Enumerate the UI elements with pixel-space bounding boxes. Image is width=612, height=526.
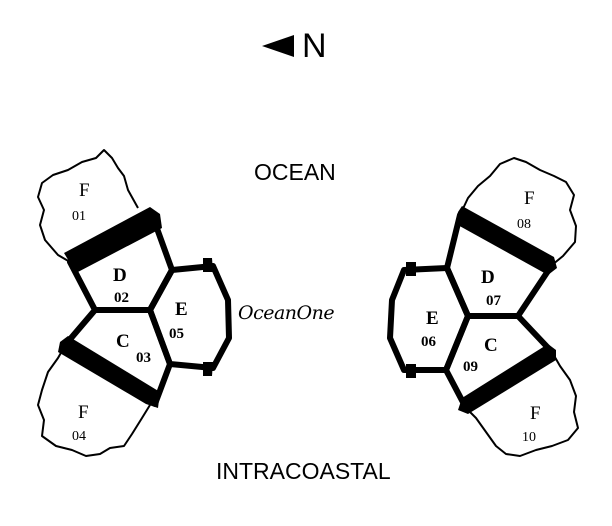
unit-number-08: 08: [517, 217, 531, 232]
wall-stub-e05-top: [203, 258, 213, 272]
unit-outline-f10: [465, 351, 579, 457]
wall-bar-c09-f10: [458, 344, 556, 414]
unit-letter-f08: F: [524, 188, 535, 209]
unit-letter-f10: F: [530, 403, 541, 424]
unit-letter-c09: C: [484, 335, 498, 356]
unit-number-09: 09: [463, 359, 478, 375]
unit-number-04: 04: [72, 429, 86, 444]
unit-letter-e06: E: [426, 308, 439, 329]
wall-stub-e05-bottom: [203, 362, 213, 376]
wall-bar-f01-d02: [64, 207, 162, 273]
unit-letter-e05: E: [175, 299, 188, 320]
unit-number-06: 06: [421, 334, 437, 350]
unit-letter-c03: C: [116, 331, 130, 352]
unit-number-10: 10: [522, 430, 536, 445]
unit-outline-f08: [459, 157, 577, 266]
ocean-label: OCEAN: [254, 159, 336, 185]
compass-indicator: N: [262, 26, 327, 66]
unit-outline-f04: [37, 343, 151, 457]
wall-stub-e06-top: [406, 262, 416, 276]
unit-number-02: 02: [114, 290, 129, 306]
unit-number-07: 07: [486, 293, 502, 309]
unit-outline-f01: [37, 149, 139, 263]
unit-letter-d02: D: [113, 265, 127, 286]
wall-bar-f08-d07: [456, 206, 557, 275]
unit-number-01: 01: [72, 209, 86, 224]
unit-letter-f04: F: [78, 402, 89, 423]
unit-number-03: 03: [136, 350, 151, 366]
wall-stub-e06-bottom: [406, 364, 416, 378]
unit-letter-f01: F: [79, 180, 90, 201]
wall-bar-c03-f04: [58, 336, 160, 408]
unit-outline-e05: [147, 263, 232, 371]
unit-number-05: 05: [169, 326, 184, 342]
intracoastal-label: INTRACOASTAL: [216, 458, 391, 484]
west-pointing-arrow-icon: [262, 35, 294, 57]
unit-letter-d07: D: [481, 267, 495, 288]
ocean-one-logo: OceanOne: [238, 302, 335, 324]
compass-north-label: N: [302, 27, 327, 65]
